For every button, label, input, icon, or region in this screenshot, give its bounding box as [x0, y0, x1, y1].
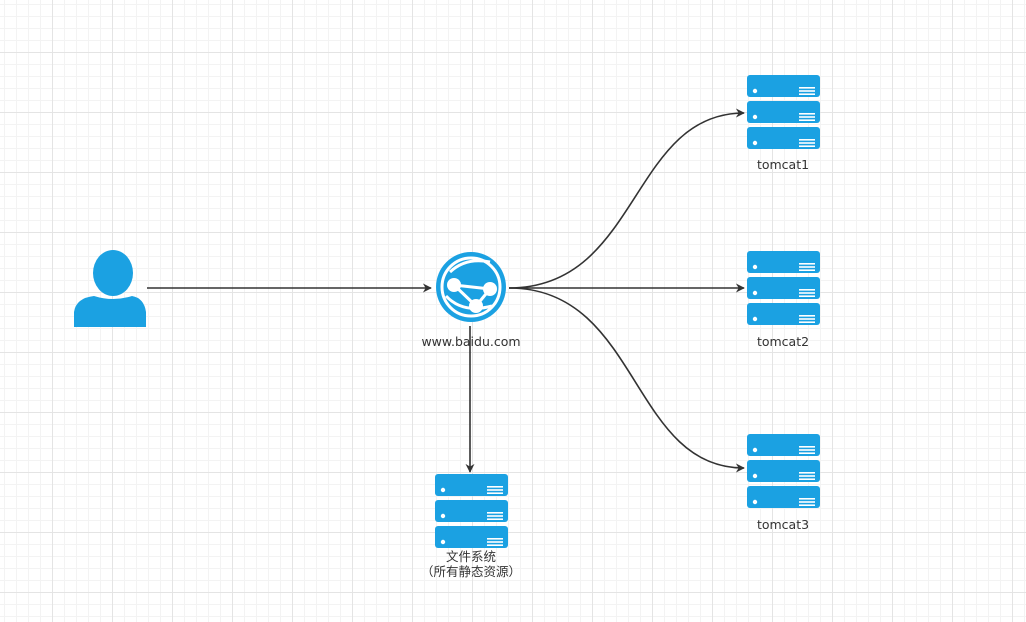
edge-web-to-tomcat3[interactable]	[508, 287, 745, 473]
tomcat3-label: tomcat3	[756, 517, 810, 532]
filesystem-label-line1: 文件系统	[445, 549, 497, 564]
server-rack-icon	[747, 434, 820, 508]
server-rack-icon	[747, 75, 820, 149]
tomcat3-node[interactable]	[747, 434, 820, 508]
user-node[interactable]	[74, 250, 146, 327]
tomcat2-label: tomcat2	[756, 334, 810, 349]
web-node-label: www.baidu.com	[421, 334, 521, 349]
edge-web-to-tomcat1[interactable]	[508, 108, 745, 289]
tomcat1-label: tomcat1	[756, 157, 810, 172]
web-node[interactable]	[436, 252, 506, 322]
web-app-icon	[436, 252, 506, 322]
filesystem-node[interactable]	[435, 474, 508, 548]
tomcat1-node[interactable]	[747, 75, 820, 149]
tomcat2-node[interactable]	[747, 251, 820, 325]
filesystem-label: 文件系统 （所有静态资源）	[421, 549, 521, 579]
server-rack-icon	[747, 251, 820, 325]
server-rack-icon	[435, 474, 508, 548]
filesystem-label-line2: （所有静态资源）	[420, 564, 522, 579]
user-icon	[74, 250, 146, 327]
